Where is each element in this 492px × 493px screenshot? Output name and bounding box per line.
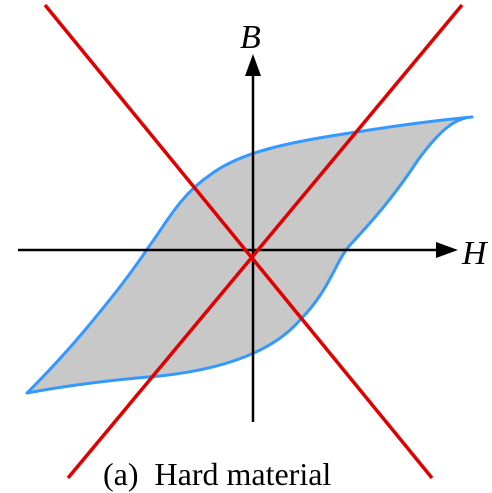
horizontal-axis-arrowhead [436, 242, 458, 258]
vertical-axis-arrowhead [245, 54, 261, 76]
red-cross-line-ascending [66, 3, 464, 480]
horizontal-axis-label: H [461, 235, 489, 272]
red-cross-line-descending [43, 3, 434, 480]
vertical-axis-label: B [240, 19, 261, 56]
caption: (a) Hard material [103, 456, 331, 492]
